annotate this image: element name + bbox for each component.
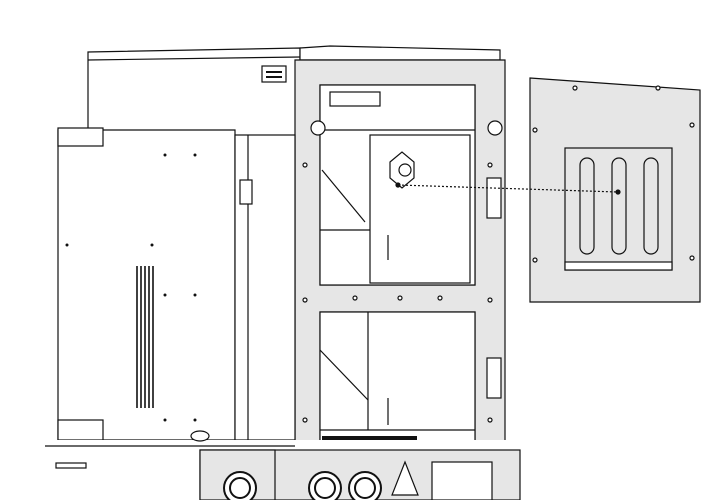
door-handle: [239, 179, 253, 205]
front-frame: [294, 59, 506, 461]
warning-triangle-icon: [391, 460, 419, 496]
side-latch-upper: [486, 177, 502, 219]
base-unit: [45, 430, 521, 500]
top-cabinet: [87, 45, 501, 139]
mount-bracket: [389, 151, 415, 189]
vent-slots: [136, 266, 154, 408]
cover-plate: [529, 77, 701, 303]
knob: [190, 430, 210, 442]
alignment-line: [397, 184, 619, 193]
label-plate: [261, 65, 287, 83]
side-latch-lower: [486, 357, 502, 399]
side-panel: [57, 127, 296, 441]
hazard-stripe: [322, 436, 417, 441]
hinge-rod: [329, 91, 381, 107]
screw: [55, 462, 87, 469]
fan-icon: [223, 471, 382, 500]
